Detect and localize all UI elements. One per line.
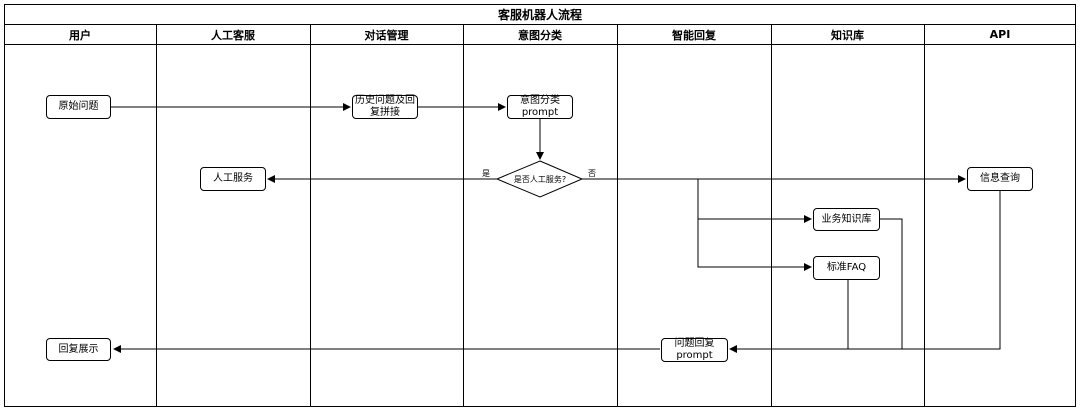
node-reply-display: 回复展示 (46, 338, 111, 361)
lane-header-smart-reply: 智能回复 (617, 25, 771, 45)
lane-divider (771, 25, 772, 407)
lane-divider (463, 25, 464, 407)
node-human-service: 人工服务 (200, 167, 266, 191)
lane-divider (156, 25, 157, 407)
edge-api-to-reply (729, 191, 1001, 353)
lane-header-user: 用户 (4, 25, 156, 45)
lane-divider (617, 25, 618, 407)
lane-header-human-agent: 人工客服 (156, 25, 310, 45)
lane-header-api: API (924, 25, 1076, 45)
lane-divider (310, 25, 311, 407)
node-business-kb: 业务知识库 (813, 208, 880, 231)
edge-label-no: 否 (588, 169, 596, 178)
swimlane-frame (4, 4, 1076, 407)
node-intent-prompt: 意图分类 prompt (507, 95, 573, 119)
decision-label: 是否人工服务? (513, 174, 567, 184)
node-reply-prompt: 问题回复 prompt (661, 338, 728, 362)
lane-header-dialog-mgmt: 对话管理 (310, 25, 463, 45)
node-original-question: 原始问题 (46, 95, 111, 119)
edge-decision-to-business-kb (582, 178, 812, 223)
edge-label-yes: 是 (482, 169, 490, 178)
lane-header-knowledge: 知识库 (771, 25, 924, 45)
lane-header-intent: 意图分类 (463, 25, 617, 45)
edge-business-kb-to-reply (880, 218, 903, 349)
node-standard-faq: 标准FAQ (813, 256, 880, 280)
edge-decision-to-faq (697, 219, 812, 271)
node-info-query: 信息查询 (967, 167, 1033, 191)
diagram-title: 客服机器人流程 (4, 4, 1076, 25)
decision-diamond (495, 160, 584, 198)
node-history-concat: 历史问题及回 复拼接 (352, 95, 418, 119)
lane-divider (924, 25, 925, 407)
